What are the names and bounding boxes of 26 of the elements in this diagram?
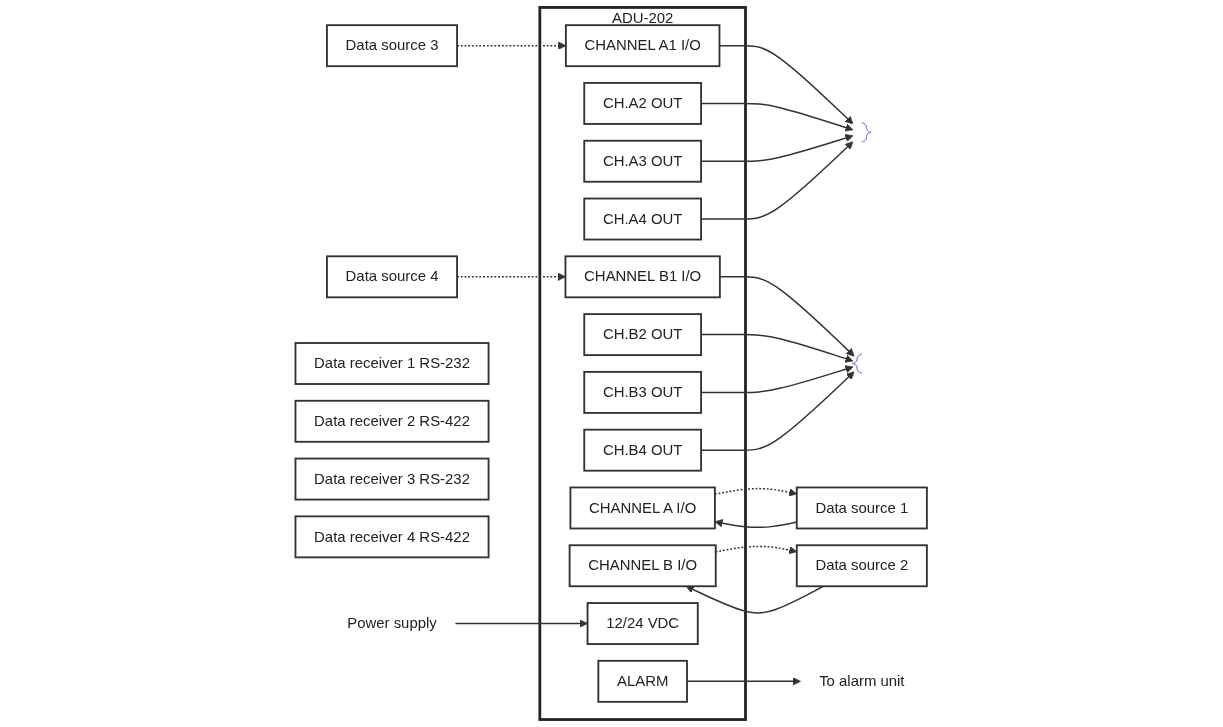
node-box: CH.B3 OUT bbox=[583, 370, 703, 414]
node-box: CH.A3 OUT bbox=[583, 139, 703, 183]
node-brace bbox=[852, 353, 863, 374]
node-brace bbox=[861, 122, 872, 143]
node-box: CH.A4 OUT bbox=[583, 197, 703, 241]
node-box: CHANNEL B1 I/O bbox=[564, 255, 722, 299]
node-box: CH.B2 OUT bbox=[583, 313, 703, 357]
node-box: Data source 3 bbox=[326, 24, 459, 68]
node-box: CHANNEL A I/O bbox=[569, 486, 717, 530]
node-box: Data receiver 2 RS-422 bbox=[294, 399, 490, 443]
node-box: Data receiver 1 RS-232 bbox=[294, 342, 490, 385]
node-box: CH.B4 OUT bbox=[583, 428, 703, 472]
node-box: Data source 1 bbox=[796, 486, 929, 530]
node-box: CH.A2 OUT bbox=[583, 82, 703, 125]
node-box: Data source 4 bbox=[326, 255, 459, 299]
node-box: 12/24 VDC bbox=[586, 602, 700, 645]
node-text: To alarm unit bbox=[819, 672, 905, 689]
node-box: Data receiver 3 RS-232 bbox=[294, 457, 490, 501]
arrow bbox=[686, 585, 825, 614]
arrow bbox=[719, 44, 854, 125]
node-text: Power supply bbox=[347, 615, 438, 631]
node-box: CHANNEL B I/O bbox=[569, 544, 717, 588]
node-box: ALARM bbox=[597, 659, 689, 703]
node-box: CHANNEL A1 I/O bbox=[565, 24, 721, 68]
node-box: Data source 2 bbox=[796, 544, 929, 588]
node-box: Data receiver 4 RS-422 bbox=[294, 515, 490, 559]
